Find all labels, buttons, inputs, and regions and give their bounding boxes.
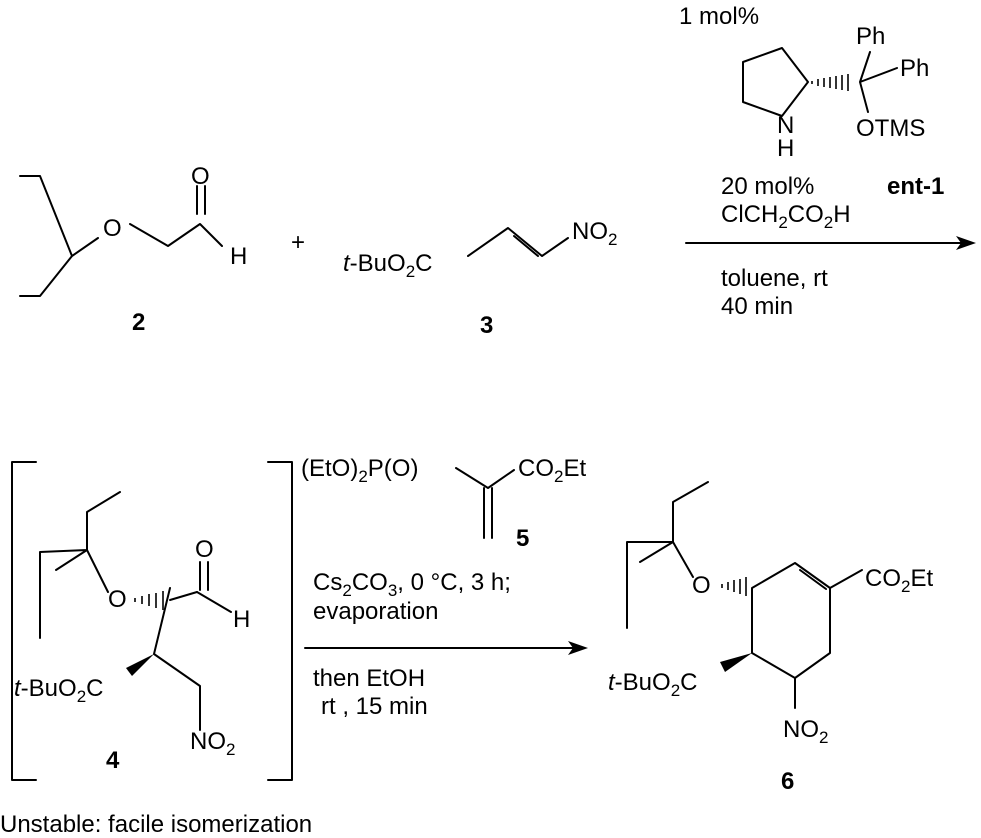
compound-4-skeleton: [39, 491, 232, 731]
compound-4-nitro: NO2: [190, 728, 235, 759]
compound-6-nitro: NO2: [783, 716, 828, 747]
reagent-5-phosphonate: (EtO)2P(O): [301, 455, 418, 486]
reagent-5-ester: CO2Et: [518, 455, 586, 486]
compound-2-skeleton: [19, 175, 223, 297]
catalyst-n: N: [777, 112, 794, 139]
base-conditions: Cs2CO3, 0 °C, 3 h;: [313, 569, 511, 600]
compound-6-hashed-wedge: [721, 577, 747, 596]
plus-sign: +: [291, 229, 305, 256]
catalyst-ent-1: 1 mol% N H Ph Ph OTMS ent-1: [679, 3, 944, 200]
acid-formula: ClCH2CO2H: [721, 201, 851, 232]
reagent-5: (EtO)2P(O) CO2Et 5: [301, 455, 586, 552]
compound-2: O O H 2: [19, 163, 247, 336]
compound-4-tbu-ester: t-BuO2C: [14, 675, 104, 706]
compound-3: t-BuO2C NO2 3: [343, 218, 617, 339]
compound-3-alkene: [467, 227, 569, 257]
compound-4-carbonyl-o: O: [195, 536, 214, 563]
catalyst-loading: 1 mol%: [679, 3, 759, 30]
catalyst-ph-2: Ph: [900, 55, 929, 82]
pyrrolidine-ring: [742, 47, 809, 117]
catalyst-nh: H: [777, 135, 794, 162]
compound-3-nitro: NO2: [572, 218, 617, 249]
compound-6-ester-bond: [829, 569, 863, 589]
compound-6-tbu-ester: t-BuO2C: [608, 669, 698, 700]
reaction-time: 40 min: [721, 293, 793, 320]
reaction-1-conditions: 20 mol% ClCH2CO2H toluene, rt 40 min: [721, 173, 851, 320]
compound-4-label: 4: [106, 747, 120, 774]
compound-4-ether-o: O: [108, 586, 127, 613]
compound-3-tbu-ester: t-BuO2C: [343, 250, 433, 281]
solvent-temperature: toluene, rt: [721, 265, 828, 292]
evaporation-step: evaporation: [313, 598, 438, 625]
compound-4-bold-wedge: [126, 654, 154, 676]
compound-2-label: 2: [132, 309, 145, 336]
reaction-arrow-1: [685, 236, 976, 250]
compound-6: O CO2Et t-BuO2C NO2 6: [608, 481, 933, 795]
acid-loading: 20 mol%: [721, 173, 814, 200]
ethanol-conditions: rt , 15 min: [321, 693, 428, 720]
reaction-arrow-2: [304, 641, 588, 655]
compound-2-aldehyde-h: H: [230, 243, 247, 270]
hashed-wedge-bond: [811, 74, 849, 91]
reagent-5-label: 5: [516, 525, 529, 552]
compound-6-skeleton: [626, 481, 709, 629]
compound-6-ethyl-ester: CO2Et: [865, 565, 933, 596]
compound-2-ether-o: O: [103, 215, 122, 242]
catalyst-ph-1: Ph: [856, 23, 885, 50]
catalyst-label: ent-1: [887, 173, 944, 200]
cyclohexene-ring: [751, 562, 831, 679]
compound-4-aldehyde-h: H: [233, 606, 250, 633]
reaction-2-conditions: Cs2CO3, 0 °C, 3 h; evaporation then EtOH…: [313, 569, 511, 720]
compound-4-alpha-bond: [169, 591, 198, 601]
compound-4-stability-note: Unstable: facile isomerization: [0, 811, 312, 838]
quaternary-carbon-bonds: [859, 51, 898, 113]
compound-6-bold-wedge: [720, 653, 752, 672]
ethanol-step: then EtOH: [313, 665, 425, 692]
right-bracket: [267, 461, 293, 781]
catalyst-otms: OTMS: [856, 115, 925, 142]
compound-3-label: 3: [480, 312, 493, 339]
compound-6-ether-o: O: [692, 572, 711, 599]
left-bracket: [11, 461, 37, 781]
compound-6-label: 6: [781, 768, 794, 795]
compound-4-hashed-wedge: [134, 591, 164, 610]
compound-2-carbonyl-o: O: [191, 163, 210, 190]
compound-4: O O H t-BuO2C NO2 4 Unstable: facile iso…: [0, 491, 312, 838]
reagent-5-skeleton: [455, 467, 515, 539]
